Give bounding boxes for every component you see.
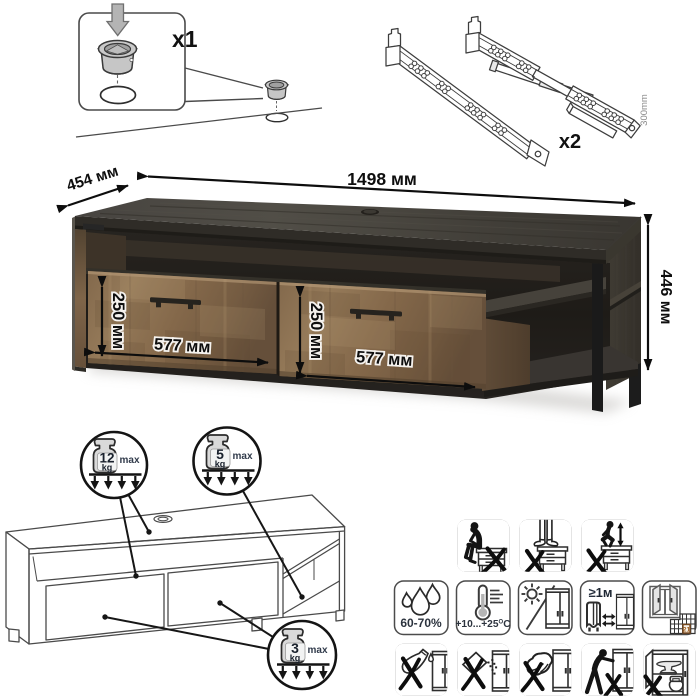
svg-text:x1: x1 [172,26,198,52]
svg-text:kg: kg [102,463,113,473]
svg-text:max: max [119,455,139,466]
svg-text:446 мм: 446 мм [657,270,674,325]
svg-text:kg: kg [215,459,226,469]
svg-text:max: max [307,645,327,656]
svg-text:max: max [232,451,252,462]
svg-text:577 мм: 577 мм [356,348,414,370]
svg-text:kg: kg [290,653,301,663]
svg-text:1498 мм: 1498 мм [347,169,417,189]
svg-text:3: 3 [291,640,299,656]
svg-text:+10...+25OC: +10...+25OC [455,619,511,630]
svg-text:250 мм: 250 мм [307,303,325,360]
svg-text:x2: x2 [559,131,581,153]
svg-text:12: 12 [99,451,114,466]
svg-text:300mm: 300mm [639,94,650,126]
svg-text:≥1м: ≥1м [589,585,613,600]
svg-text:5: 5 [216,446,224,462]
svg-text:250 мм: 250 мм [109,293,127,350]
svg-text:21: 21 [683,627,691,634]
svg-text:60-70%: 60-70% [400,616,442,630]
svg-text:577 мм: 577 мм [154,335,211,356]
